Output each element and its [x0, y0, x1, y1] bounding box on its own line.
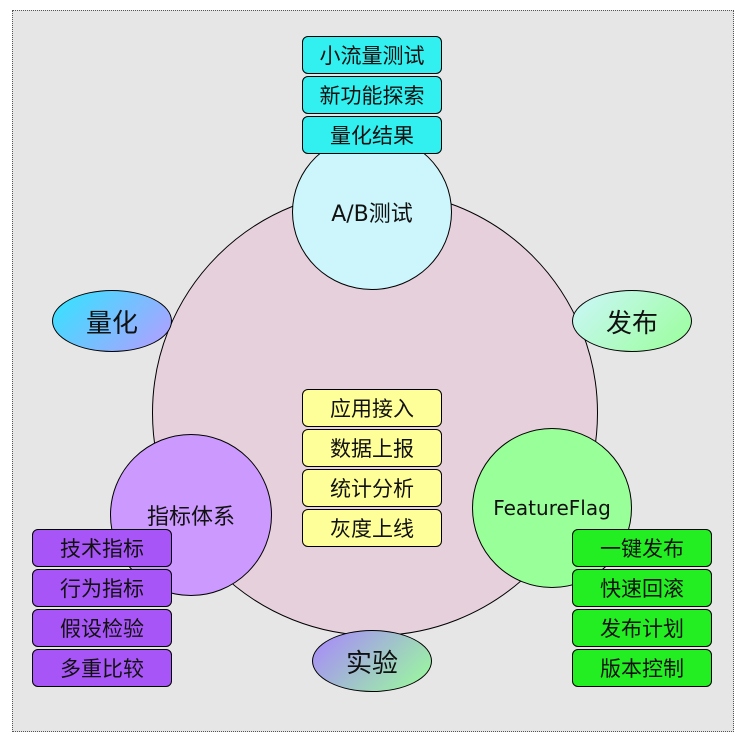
ab-test-label: A/B测试 [331, 202, 413, 227]
quantify-oval: 量化 [52, 290, 172, 352]
metric-item: 假设检验 [32, 609, 172, 647]
metric-item: 多重比较 [32, 649, 172, 687]
metric-system-node: 指标体系 [110, 434, 272, 596]
experiment-oval: 实验 [312, 630, 432, 692]
metric-item: 技术指标 [32, 529, 172, 567]
flag-item: 一键发布 [572, 529, 712, 567]
experiment-label: 实验 [345, 648, 398, 679]
center-item: 灰度上线 [302, 509, 442, 547]
ab-item: 量化结果 [302, 116, 442, 154]
metric-system-items: 技术指标 行为指标 假设检验 多重比较 [32, 529, 172, 687]
flag-item: 版本控制 [572, 649, 712, 687]
ab-test-node: A/B测试 [292, 134, 452, 290]
ab-test-items: 小流量测试 新功能探索 量化结果 [302, 36, 442, 154]
flag-item: 快速回滚 [572, 569, 712, 607]
quantify-label: 量化 [85, 308, 138, 339]
feature-flag-label: FeatureFlag [493, 496, 611, 520]
metric-item: 行为指标 [32, 569, 172, 607]
flag-item: 发布计划 [572, 609, 712, 647]
feature-flag-items: 一键发布 快速回滚 发布计划 版本控制 [572, 529, 712, 687]
center-item: 数据上报 [302, 429, 442, 467]
center-items: 应用接入 数据上报 统计分析 灰度上线 [302, 389, 442, 547]
metric-system-label: 指标体系 [146, 505, 235, 530]
ab-item: 新功能探索 [302, 76, 442, 114]
center-item: 统计分析 [302, 469, 442, 507]
ab-item: 小流量测试 [302, 36, 442, 74]
release-oval: 发布 [572, 290, 692, 352]
release-label: 发布 [605, 308, 658, 339]
center-item: 应用接入 [302, 389, 442, 427]
